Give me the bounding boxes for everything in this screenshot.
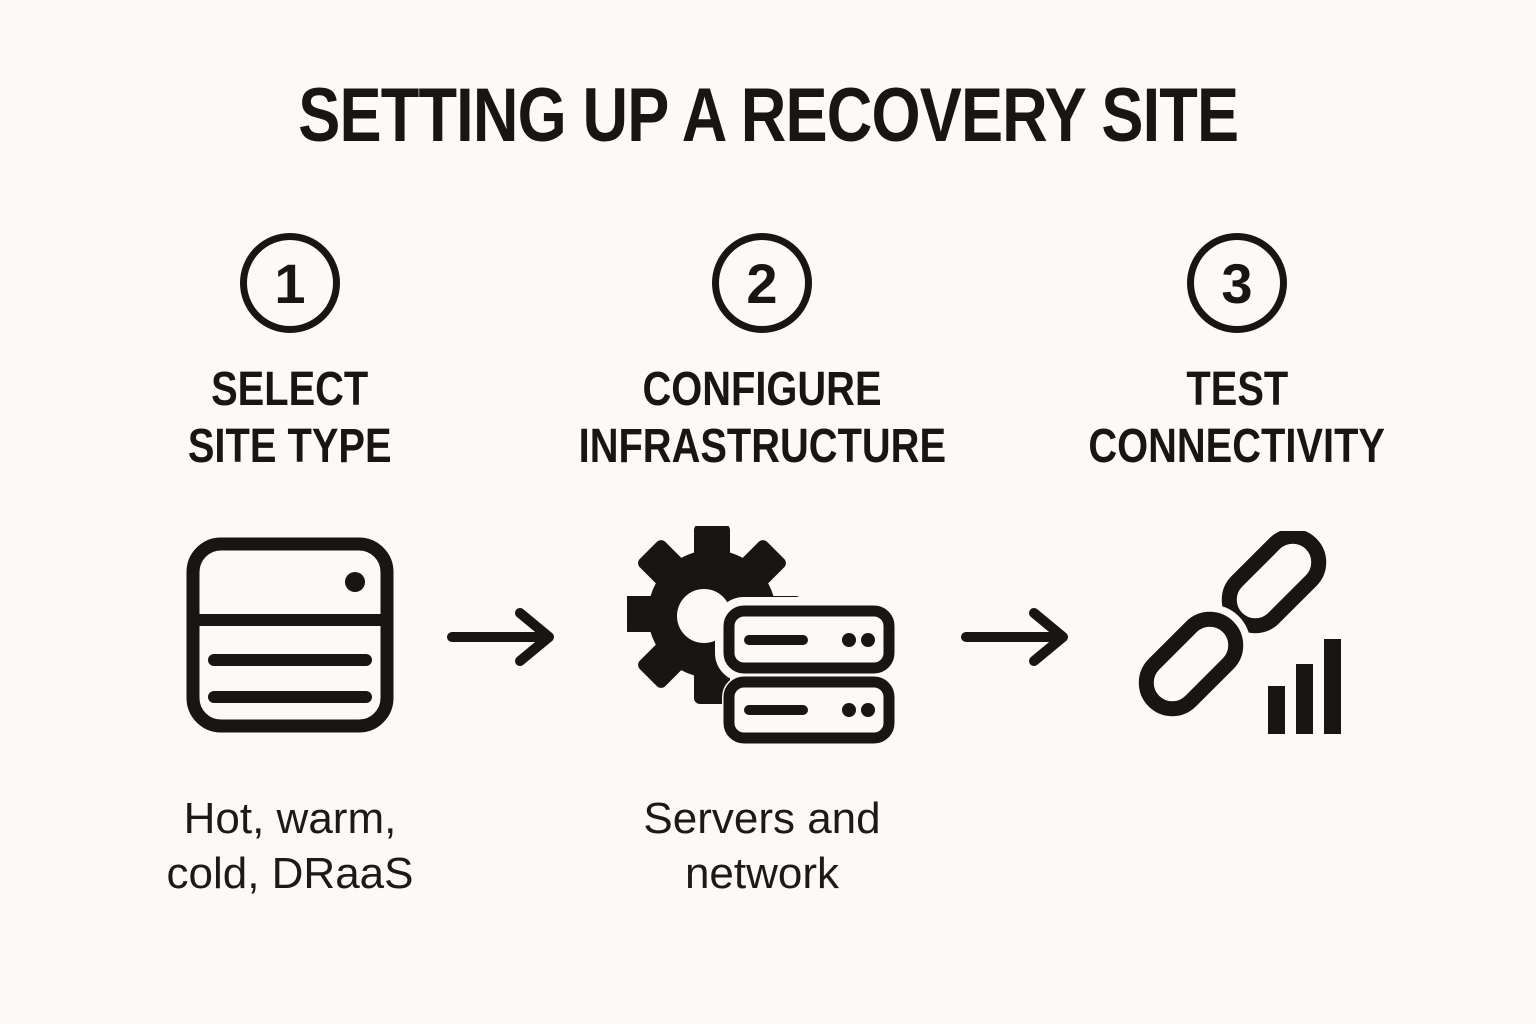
step-1-number-badge: 1 <box>240 233 340 333</box>
step-2-label-line2: INFRASTRUCTURE <box>578 420 946 473</box>
step-1-caption: Hot, warm, cold, DRaaS <box>166 791 413 901</box>
storage-box-icon <box>186 537 394 733</box>
step-1-label-line1: SELECT <box>211 363 369 416</box>
step-1-number: 1 <box>274 251 306 315</box>
gear-servers-icon <box>627 526 897 744</box>
right-arrow-icon <box>447 608 554 666</box>
step-3-label-line1: TEST <box>1186 363 1288 416</box>
step-1-icon-box <box>186 519 394 751</box>
step-2-caption-line1: Servers and <box>643 794 881 843</box>
step-3-icon-box <box>1128 519 1346 751</box>
step-1-label: SELECT SITE TYPE <box>167 361 412 477</box>
page-title-text: SETTING UP A RECOVERY SITE <box>297 73 1239 158</box>
step-3: 3 TEST CONNECTIVITY <box>997 233 1477 791</box>
step-1: 1 SELECT SITE TYPE Hot, warm, cold, DRaa… <box>50 233 530 901</box>
step-1-caption-line2: cold, DRaaS <box>166 849 414 898</box>
page-title: SETTING UP A RECOVERY SITE <box>0 78 1536 154</box>
step-2-label: CONFIGURE INFRASTRUCTURE <box>541 361 984 477</box>
step-2-number: 2 <box>746 251 778 315</box>
step-2-label-line1: CONFIGURE <box>642 363 882 416</box>
right-arrow-icon <box>961 608 1068 666</box>
step-2-number-badge: 2 <box>712 233 812 333</box>
step-3-label: TEST CONNECTIVITY <box>1058 361 1415 477</box>
step-2: 2 CONFIGURE INFRASTRUCTURE <box>522 233 1002 901</box>
step-3-number: 3 <box>1221 251 1253 315</box>
step-3-label-line2: CONNECTIVITY <box>1088 420 1386 473</box>
step-1-label-line2: SITE TYPE <box>188 420 392 473</box>
step-1-caption-line1: Hot, warm, <box>183 794 397 843</box>
step-2-caption-line2: network <box>684 849 840 898</box>
step-2-icon-box <box>627 519 897 751</box>
step-3-number-badge: 3 <box>1187 233 1287 333</box>
step-2-caption: Servers and network <box>643 791 880 901</box>
link-signal-icon <box>1131 531 1341 734</box>
